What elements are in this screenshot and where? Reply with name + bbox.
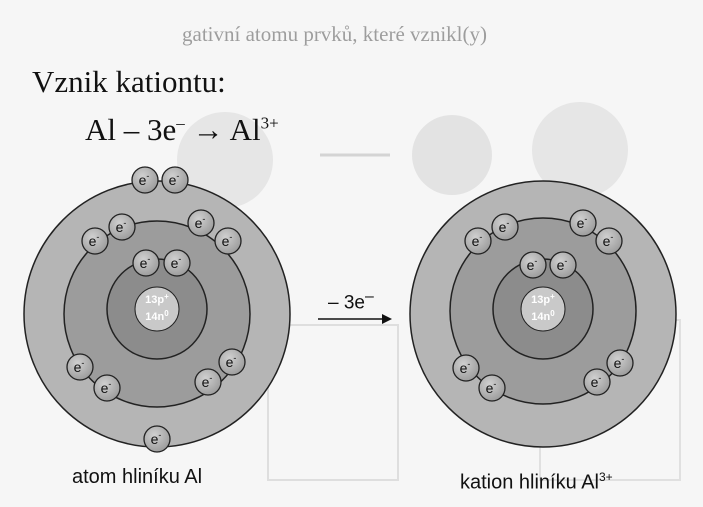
electron-label: e- — [527, 256, 538, 273]
arrow-label: – 3e– — [328, 288, 374, 314]
electron: e- — [519, 251, 547, 279]
electron: e- — [161, 166, 189, 194]
equation-rhs: Al — [229, 112, 261, 147]
electron: e- — [464, 227, 492, 255]
electron: e- — [108, 213, 136, 241]
electron: e- — [66, 353, 94, 381]
electron-label: e- — [472, 232, 483, 249]
electron: e- — [187, 209, 215, 237]
electron-label: e- — [614, 354, 625, 371]
electron: e- — [569, 209, 597, 237]
electron-label: e- — [116, 218, 127, 235]
electron-label: e- — [101, 379, 112, 396]
heading: Vznik kationtu: — [32, 64, 226, 99]
electron-label: e- — [603, 232, 614, 249]
faded-page-text: gativní atomu prvků, které vznikl(y) — [182, 22, 488, 46]
nucleus — [520, 286, 566, 332]
electron: e- — [132, 249, 160, 277]
electron: e- — [452, 354, 480, 382]
electron: e- — [583, 368, 611, 396]
electron: e- — [163, 249, 191, 277]
electron: e- — [595, 227, 623, 255]
electron-label: e- — [140, 254, 151, 271]
electron-label: e- — [151, 430, 162, 447]
electron: e- — [218, 348, 246, 376]
nucleus — [134, 286, 180, 332]
electron-label: e- — [195, 214, 206, 231]
electron-label: e- — [486, 379, 497, 396]
electron: e- — [194, 368, 222, 396]
electron-label: e- — [171, 254, 182, 271]
electron-label: e- — [202, 373, 213, 390]
transition-arrow — [318, 314, 392, 324]
electron: e- — [143, 425, 171, 453]
electron-label: e- — [591, 373, 602, 390]
nucleus-neutrons: 14n0 — [531, 309, 555, 323]
equation-arrow: → — [192, 112, 224, 147]
ionization-equation: Al – 3e– → Al3+ — [85, 112, 279, 148]
electron: e- — [549, 251, 577, 279]
electron-label: e- — [226, 353, 237, 370]
nucleus-protons: 13p+ — [531, 292, 555, 306]
equation-lhs-sup: – — [176, 113, 185, 133]
aluminum-cation: 13p+ 14n0 — [409, 180, 677, 448]
electron: e- — [491, 213, 519, 241]
electron: e- — [606, 349, 634, 377]
electron: e- — [93, 374, 121, 402]
electron-label: e- — [139, 171, 150, 188]
electron-label: e- — [577, 214, 588, 231]
electron: e- — [478, 374, 506, 402]
electron: e- — [214, 227, 242, 255]
electron-label: e- — [74, 358, 85, 375]
aluminum-atom: 13p+ 14n0 — [23, 180, 291, 448]
electron: e- — [131, 166, 159, 194]
cation-caption: kation hliníku Al3+ — [460, 470, 613, 494]
electron-label: e- — [222, 232, 233, 249]
electron-label: e- — [499, 218, 510, 235]
equation-rhs-sup: 3+ — [260, 113, 279, 133]
electron-label: e- — [89, 232, 100, 249]
nucleus-protons: 13p+ — [145, 292, 169, 306]
electron-label: e- — [169, 171, 180, 188]
electrons: e-e-e-e-e-e-e-e-e-e-e-e-e-e-e-e-e-e-e-e-… — [66, 166, 634, 453]
atom-caption: atom hliníku Al — [72, 466, 203, 488]
nucleus-neutrons: 14n0 — [145, 309, 169, 323]
electron-label: e- — [460, 359, 471, 376]
electron: e- — [81, 227, 109, 255]
equation-lhs: Al – 3e — [85, 112, 177, 147]
electron-label: e- — [557, 256, 568, 273]
